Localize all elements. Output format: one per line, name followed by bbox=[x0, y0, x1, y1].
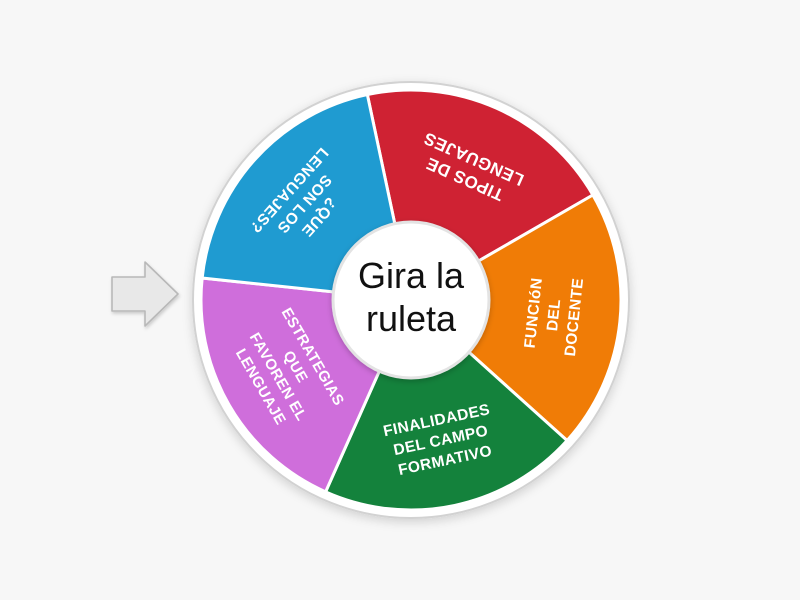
hub-label-line2: ruleta bbox=[366, 298, 457, 339]
wheel-hub[interactable] bbox=[331, 220, 491, 380]
segment-label-line: DEL bbox=[544, 298, 564, 332]
segment-finalidades-del-campo-formativo[interactable] bbox=[323, 297, 570, 512]
hub-label-line1: Gira la bbox=[358, 255, 465, 296]
segment-funcion-del-docente[interactable] bbox=[408, 192, 623, 443]
arrow-right-icon bbox=[111, 261, 179, 327]
pointer-arrow bbox=[111, 261, 179, 327]
